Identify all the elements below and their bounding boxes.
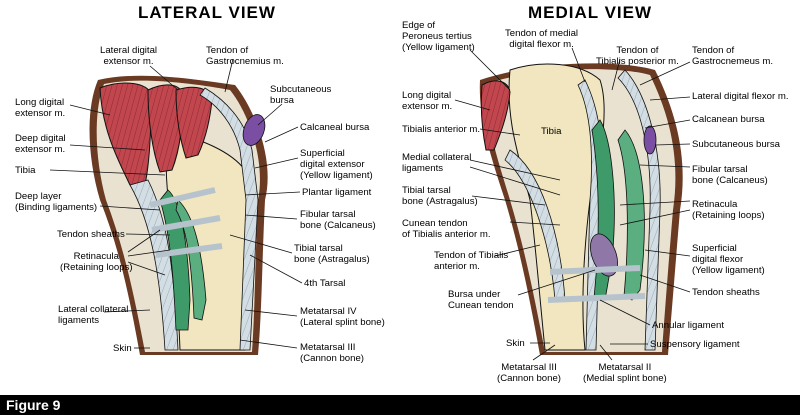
- figure-caption-bar: Figure 9: [0, 395, 800, 415]
- medial-view-title: MEDIAL VIEW: [528, 3, 653, 22]
- label-tibia-lateral: Tibia: [15, 165, 36, 176]
- label-retinacula-lateral: Retinacula(Retaining loops): [60, 251, 133, 273]
- label-plantar-ligament: Plantar ligament: [302, 187, 372, 198]
- leader-lines: [49, 47, 691, 361]
- label-metatarsal-iii-lateral: Metatarsal III(Cannon bone): [300, 342, 365, 364]
- label-metatarsal-iii-medial: Metatarsal III(Cannon bone): [497, 362, 562, 384]
- label-metatarsal-iv: Metatarsal IV(Lateral splint bone): [300, 306, 385, 328]
- label-metatarsal-ii: Metatarsal II(Medial splint bone): [583, 362, 667, 384]
- label-annular-ligament: Annular ligament: [652, 320, 724, 331]
- label-tibia-medial: Tibia: [541, 126, 562, 137]
- lateral-view-art: [89, 75, 268, 355]
- lateral-view-title: LATERAL VIEW: [138, 3, 276, 22]
- label-tendon-sheaths-lateral: Tendon sheaths: [57, 229, 125, 240]
- label-deep-layer: Deep layer(Binding ligaments): [15, 191, 98, 213]
- label-tendon-sheaths-medial: Tendon sheaths: [692, 287, 760, 298]
- label-tibialis-anterior: Tibialis anterior m.: [402, 124, 481, 135]
- label-calcaneal-bursa: Calcaneal bursa: [300, 122, 370, 133]
- anatomy-illustration: [49, 47, 691, 361]
- label-lateral-digital-flexor: Lateral digital flexor m.: [692, 91, 789, 102]
- label-calcanean-bursa: Calcanean bursa: [692, 114, 765, 125]
- label-subcutaneous-bursa-medial: Subcutaneous bursa: [692, 139, 781, 150]
- medial-view-art: [479, 63, 683, 355]
- figure-caption: Figure 9: [6, 397, 61, 413]
- label-skin-medial: Skin: [506, 338, 525, 349]
- label-suspensory-ligament: Suspensory ligament: [650, 339, 740, 350]
- label-skin-lateral: Skin: [113, 343, 132, 354]
- label-retinacula-medial: Retinacula(Retaining loops): [692, 199, 765, 221]
- label-4th-tarsal: 4th Tarsal: [304, 278, 346, 289]
